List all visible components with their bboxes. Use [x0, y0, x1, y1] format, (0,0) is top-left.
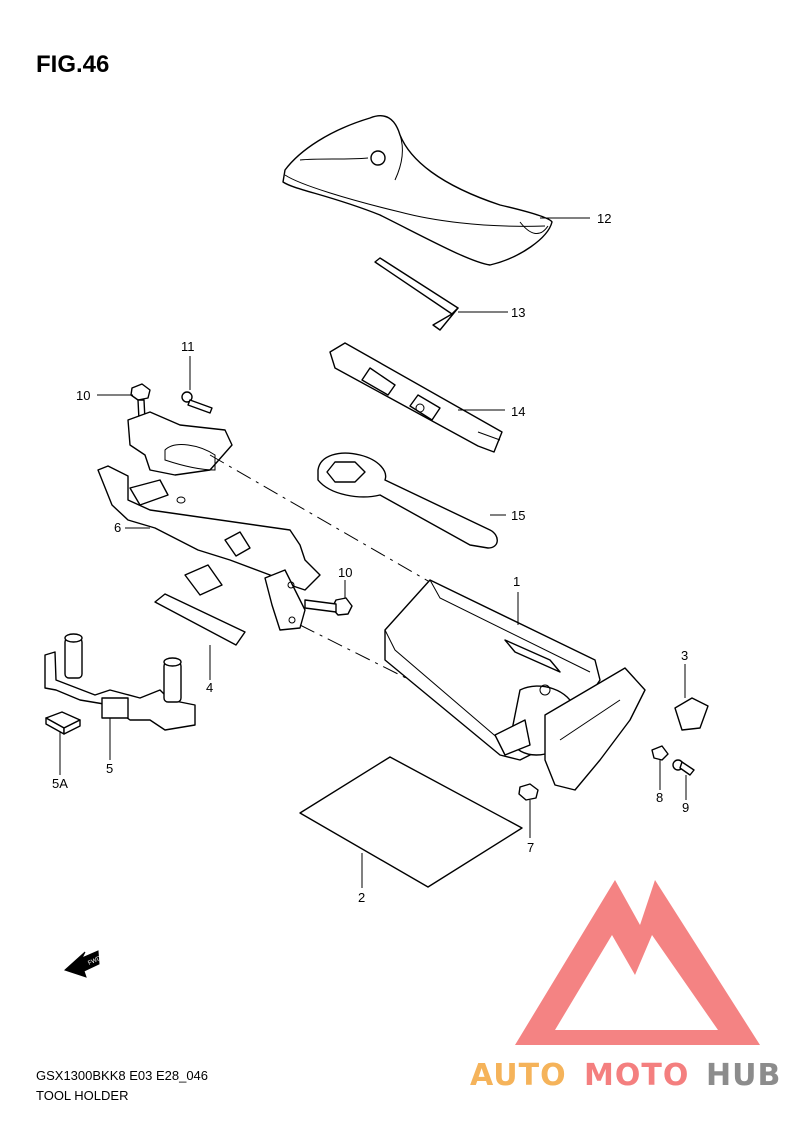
callout-2: 2	[358, 890, 365, 905]
screw-part-9	[672, 759, 695, 776]
callout-11: 11	[181, 339, 195, 354]
tool-bag-part-12	[282, 115, 553, 266]
callout-5: 5	[106, 761, 113, 776]
socket-handle-part-14	[329, 342, 503, 453]
callout-4: 4	[206, 680, 213, 695]
watermark-logo	[515, 880, 760, 1045]
watermark-triangle	[515, 880, 760, 1045]
spanner-part-15	[317, 452, 498, 549]
callout-numbers: 12 13 14 15 1 3 6 10 11 10 4 5 5A 7 8 9 …	[52, 211, 689, 905]
callout-10-lower: 10	[338, 565, 352, 580]
callout-15: 15	[511, 508, 525, 523]
bolt-part-7	[518, 783, 539, 801]
pad-part-4	[154, 593, 246, 646]
callout-9: 9	[682, 800, 689, 815]
bracket-part-6	[97, 411, 321, 631]
callout-6: 6	[114, 520, 121, 535]
hex-key-part-13	[374, 257, 459, 331]
section-name: TOOL HOLDER	[36, 1088, 128, 1103]
leader-lines	[59, 217, 687, 888]
callout-1: 1	[513, 574, 520, 589]
assembly-axis	[209, 454, 436, 586]
watermark-auto: AUTO	[470, 1058, 567, 1093]
holder-part-5	[44, 633, 196, 731]
screw-part-11	[181, 391, 213, 414]
callout-13: 13	[511, 305, 525, 320]
callout-10-upper: 10	[76, 388, 90, 403]
callout-7: 7	[527, 840, 534, 855]
bolt-part-10-lower	[304, 597, 353, 616]
fwd-label: FWD	[87, 955, 103, 966]
watermark-wordmark: AUTO MOTO HUB	[470, 1058, 781, 1093]
callout-5a: 5A	[52, 776, 68, 791]
watermark-hub: HUB	[706, 1058, 781, 1093]
clip-part-8	[651, 745, 669, 761]
watermark-moto: MOTO	[584, 1058, 689, 1093]
callout-14: 14	[511, 404, 525, 419]
sheet-part-2	[299, 756, 523, 888]
callout-12: 12	[597, 211, 611, 226]
block-part-3	[674, 697, 709, 731]
figure-title: FIG.46	[36, 51, 109, 78]
tool-holder-case-part-1	[384, 579, 646, 791]
callout-3: 3	[681, 648, 688, 663]
fwd-arrow-icon: FWD	[64, 950, 103, 978]
model-code: GSX1300BKK8 E03 E28_046	[36, 1068, 208, 1083]
callout-8: 8	[656, 790, 663, 805]
cushion-part-5a	[45, 711, 81, 735]
